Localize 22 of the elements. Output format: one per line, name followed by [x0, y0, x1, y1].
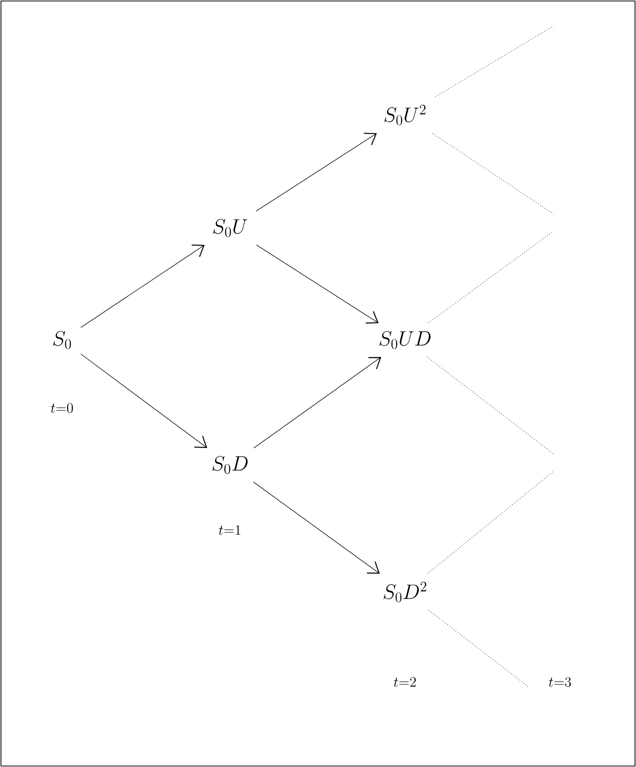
state-label: $S_0UD$: [379, 330, 431, 349]
state-label: $S_0$: [53, 330, 71, 349]
arrow: [80, 244, 205, 328]
branch-line: [432, 132, 554, 214]
state-label: $S_0U$: [213, 218, 248, 237]
state-label: $S_0U^2$: [384, 104, 426, 126]
branch-line: [428, 230, 554, 324]
arrow: [80, 354, 208, 448]
branch-line: [428, 610, 529, 688]
time-label: $t=2$: [394, 677, 416, 687]
state-label: $S_0D^2$: [384, 582, 426, 602]
arrow: [253, 356, 382, 448]
time-label: $t=1$: [218, 525, 240, 535]
time-label: $t=0$: [50, 403, 73, 413]
branch-line: [427, 470, 554, 574]
time-label: $t=3$: [548, 677, 571, 687]
arrow: [256, 132, 377, 212]
arrow: [253, 482, 380, 574]
arrow: [256, 244, 379, 324]
branch-line: [426, 356, 554, 454]
state-label: $S_0D$: [212, 456, 248, 474]
branch-line: [434, 26, 554, 98]
